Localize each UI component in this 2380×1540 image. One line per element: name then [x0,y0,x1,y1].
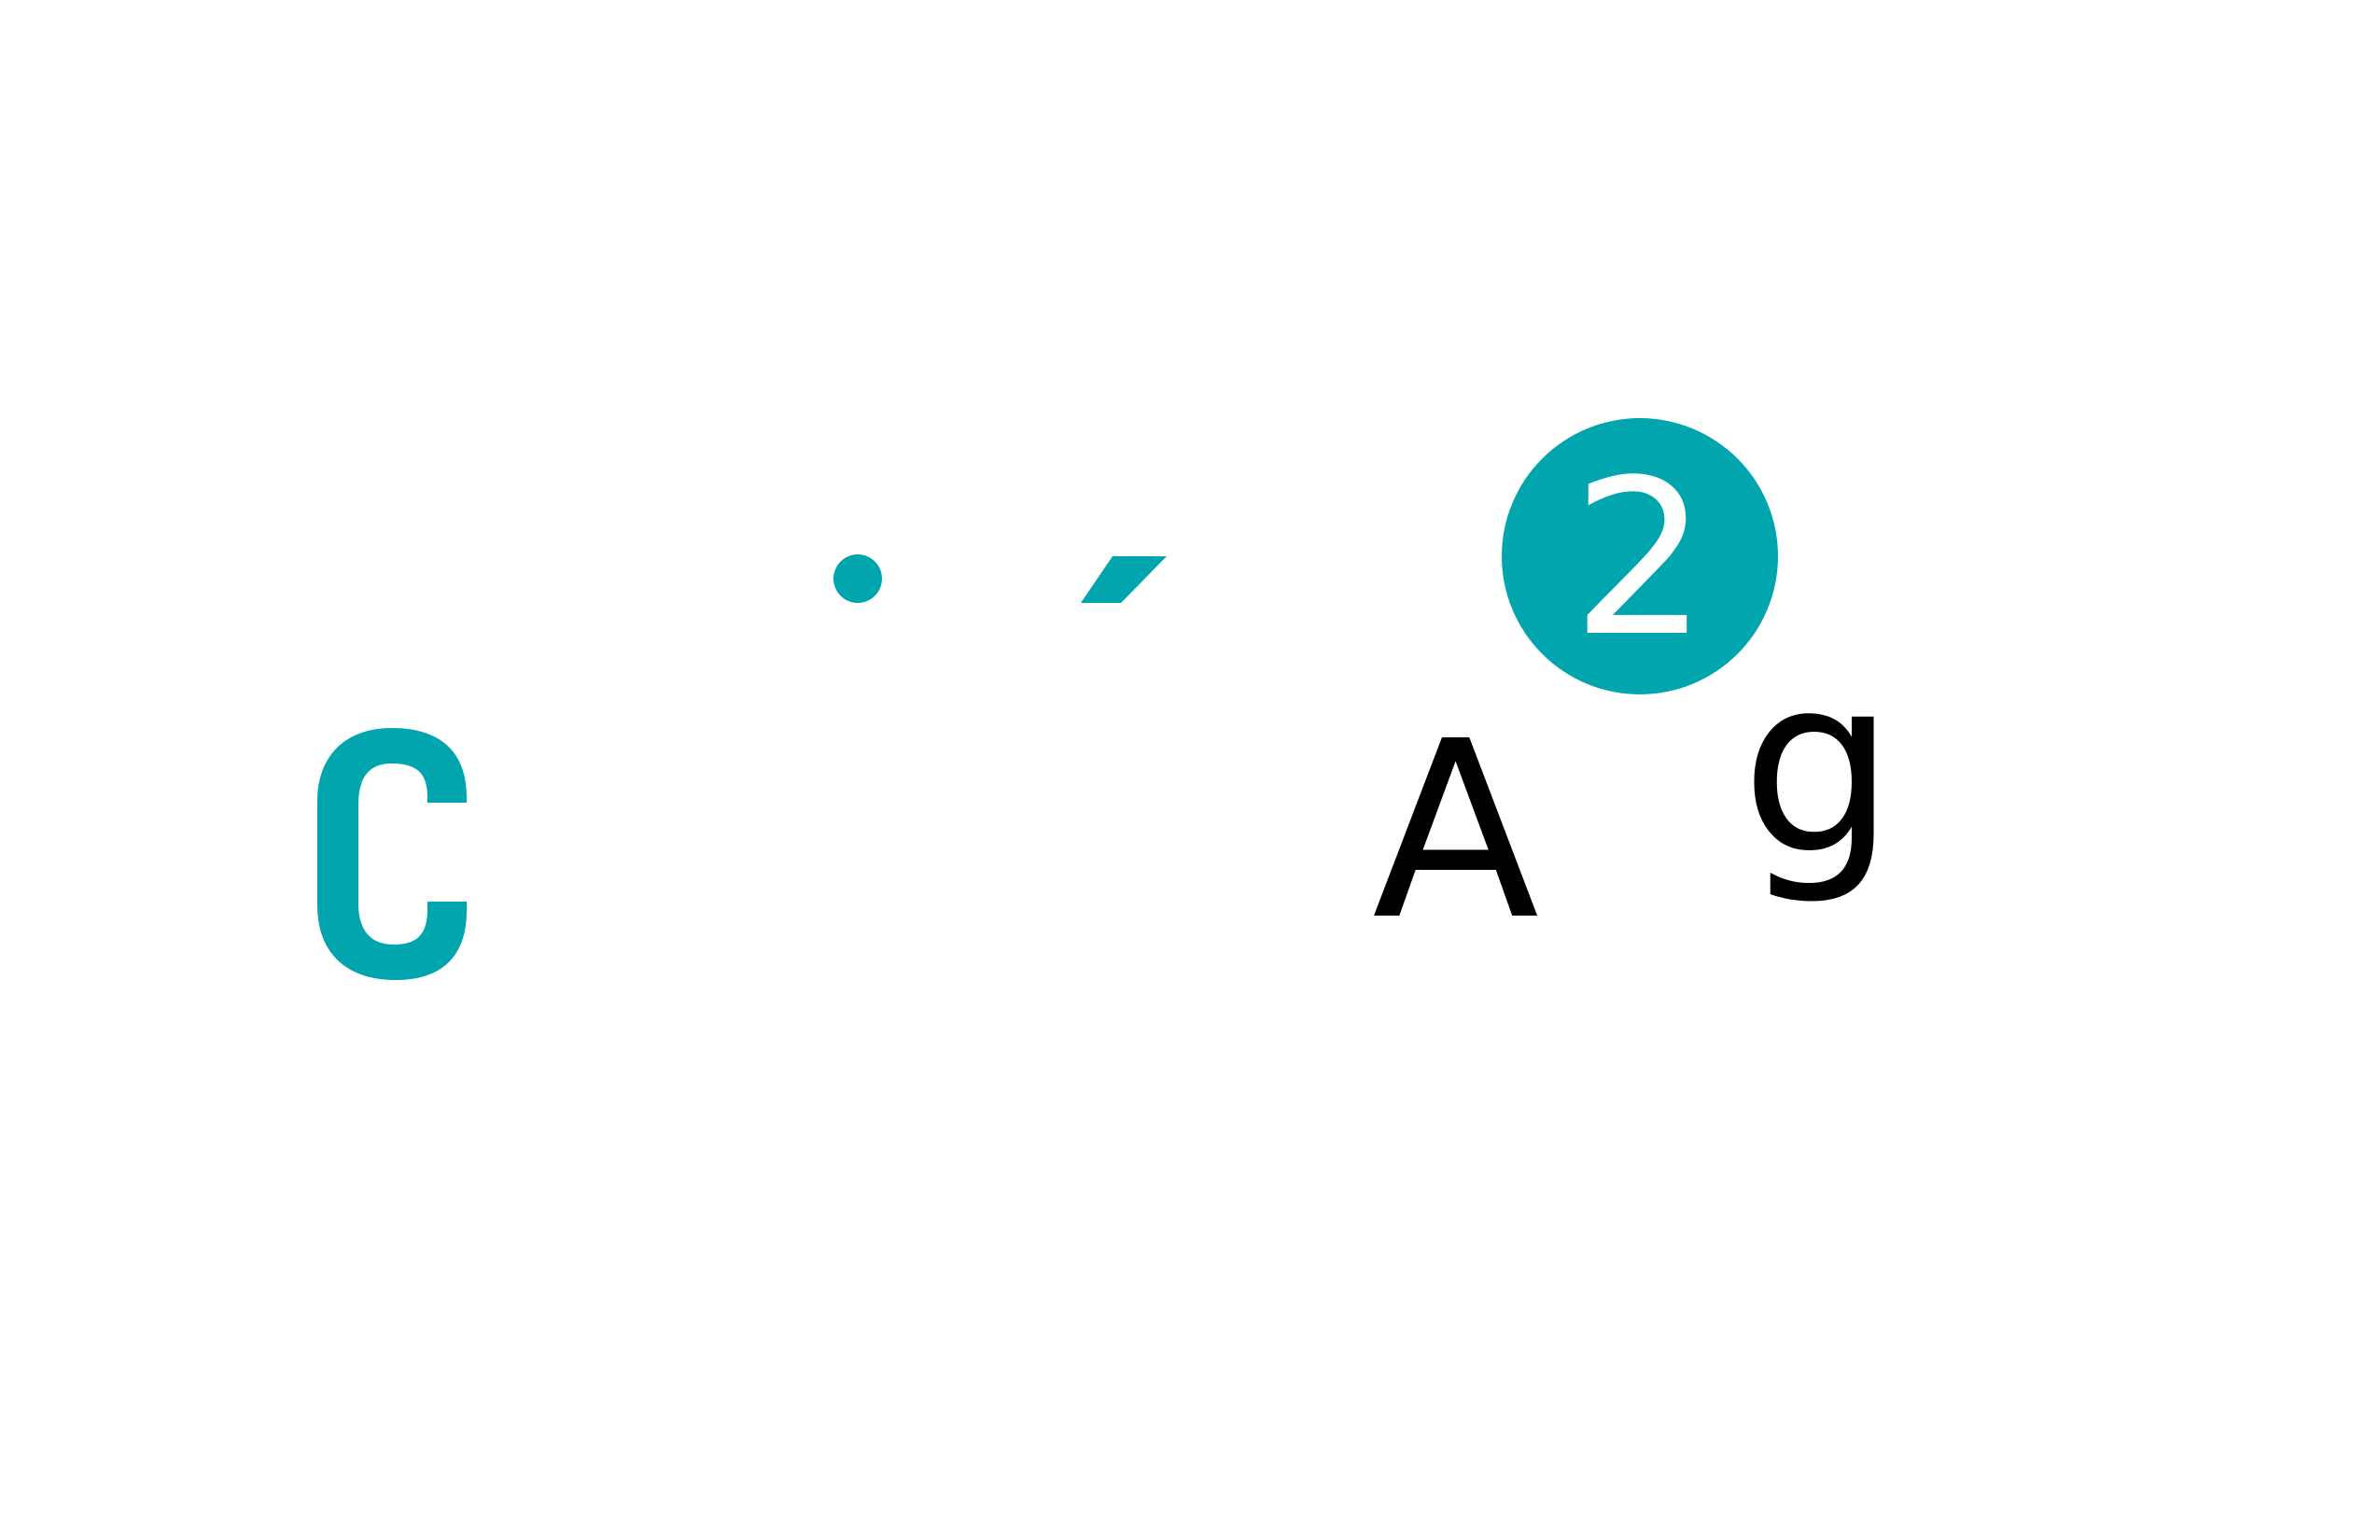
teal-slash [1081,556,1167,603]
teal-c-glyph [317,728,467,980]
number-badge: 2 [1502,418,1778,694]
teal-slash-shape [1081,556,1167,603]
teal-c-shape [317,728,467,980]
letter-a: A [1372,689,1540,973]
badge-number: 2 [1571,435,1709,684]
teal-dot [833,554,882,603]
letter-g: g [1741,623,1897,908]
